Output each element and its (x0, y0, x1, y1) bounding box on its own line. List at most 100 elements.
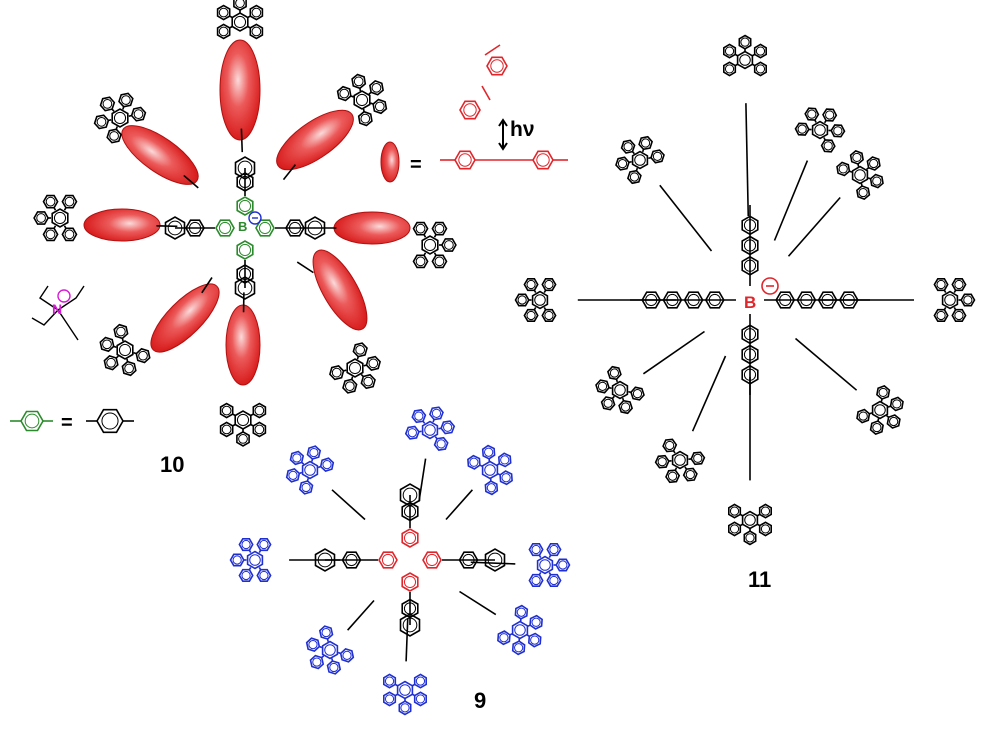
aromatic-circle (342, 650, 352, 660)
benzene-ring (411, 409, 427, 424)
aromatic-circle (374, 101, 385, 112)
benzene-ring (216, 4, 231, 21)
photoswitch-ellipse (276, 109, 354, 171)
benzene-ring (497, 452, 512, 468)
aromatic-circle (534, 294, 546, 306)
ammonium-chains (31, 285, 85, 341)
aromatic-circle (423, 238, 437, 252)
aromatic-circle (304, 464, 316, 476)
benzene-ring (215, 219, 235, 237)
benzene-ring (256, 568, 272, 583)
aromatic-circle (363, 376, 374, 387)
aromatic-circle (444, 240, 454, 250)
aromatic-circle (740, 37, 750, 47)
benzene-ring (233, 0, 247, 12)
aromatic-circle (739, 54, 751, 66)
aromatic-circle (854, 169, 866, 181)
benzene-ring (665, 469, 681, 484)
bond (745, 103, 750, 217)
aromatic-circle (133, 109, 144, 119)
aromatic-circle (858, 187, 868, 198)
photoswitch-ellipse (150, 283, 220, 353)
benzene-ring (704, 291, 725, 309)
aromatic-circle (218, 7, 229, 18)
aromatic-circle (603, 398, 613, 408)
cation-charge-circle (57, 289, 71, 303)
benzene-ring (486, 56, 508, 76)
aromatic-circle (536, 153, 550, 167)
bond (282, 164, 297, 181)
aromatic-circle (517, 295, 527, 305)
benzene-ring (353, 90, 371, 110)
benzene-ring (342, 378, 358, 394)
aromatic-circle (237, 160, 253, 176)
aromatic-circle (415, 676, 426, 686)
benzene-ring (484, 548, 506, 572)
benzene-ring (306, 445, 322, 460)
benzene-ring (484, 480, 499, 496)
aromatic-circle (403, 531, 417, 545)
benzene-ring (305, 637, 321, 653)
aromatic-circle (516, 607, 526, 617)
benzene-ring (341, 551, 362, 569)
benzene-ring (238, 568, 254, 583)
aromatic-circle (259, 570, 269, 581)
benzene-ring (116, 340, 134, 360)
aromatic-circle (381, 553, 395, 567)
aromatic-circle (344, 381, 355, 392)
benzene-ring (817, 291, 838, 309)
benzene-ring (321, 640, 339, 660)
aromatic-circle (101, 412, 119, 430)
aromatic-circle (531, 575, 541, 586)
benzene-ring (606, 365, 622, 381)
benzene-ring (753, 43, 768, 59)
bond (347, 599, 375, 631)
benzene-ring (889, 396, 904, 412)
benzene-ring (933, 277, 949, 292)
benzene-ring (106, 128, 122, 144)
benzene-ring (236, 196, 254, 216)
benzene-ring (951, 277, 967, 292)
benzene-ring (255, 219, 275, 237)
aromatic-circle (355, 344, 366, 355)
bond (296, 261, 314, 274)
aromatic-circle (708, 293, 721, 307)
aromatic-circle (944, 294, 956, 306)
benzene-ring (412, 221, 429, 236)
benzene-ring (960, 293, 976, 307)
benzene-ring (869, 420, 884, 436)
bond (481, 85, 491, 101)
aromatic-circle (436, 439, 446, 449)
legend-structures (10, 44, 568, 434)
benzene-ring (285, 467, 301, 483)
aromatic-circle (218, 26, 229, 37)
aromatic-circle (760, 524, 771, 534)
aromatic-circle (53, 211, 67, 225)
aromatic-circle (640, 138, 651, 148)
benzene-ring (528, 542, 544, 557)
compound-10-label: 10 (160, 452, 185, 477)
aromatic-circle (64, 229, 75, 240)
aromatic-circle (724, 64, 735, 74)
aromatic-circle (249, 554, 261, 566)
aromatic-circle (814, 124, 826, 136)
benzene-ring (398, 700, 412, 716)
benzene-ring (514, 604, 529, 620)
aromatic-circle (458, 153, 472, 167)
aromatic-circle (462, 553, 475, 567)
benzene-ring (933, 308, 949, 323)
ellipse-definition-equals: = (410, 154, 422, 176)
aromatic-circle (288, 221, 302, 235)
aromatic-circle (614, 384, 626, 396)
aromatic-circle (414, 411, 424, 421)
aromatic-circle (755, 64, 766, 74)
benzene-ring (382, 673, 397, 689)
aromatic-circle (744, 514, 756, 526)
aromatic-circle (424, 424, 436, 436)
aromatic-circle (238, 243, 252, 257)
benzene-ring (404, 425, 420, 440)
aromatic-circle (544, 310, 554, 321)
benzene-ring (401, 501, 419, 522)
bond (201, 277, 213, 294)
aromatic-circle (371, 82, 382, 93)
